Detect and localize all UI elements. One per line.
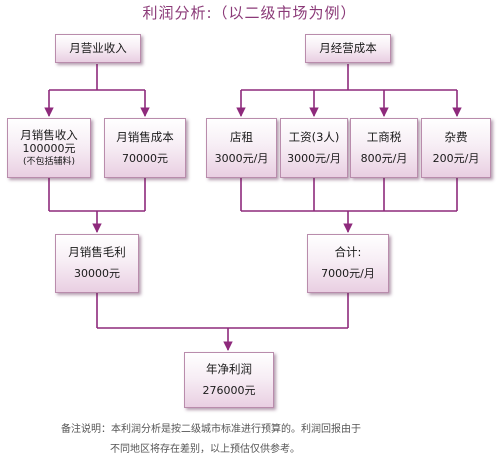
monthly-gross-profit-value: 30000元	[74, 267, 120, 281]
annual-net-profit-box: 年净利润 276000元	[184, 352, 274, 408]
misc-expenses-value: 200元/月	[432, 151, 480, 165]
monthly-sales-revenue-value: 100000元	[22, 142, 76, 156]
rent-box: 店租 3000元/月	[206, 118, 277, 178]
monthly-gross-profit-box: 月销售毛利 30000元	[55, 234, 139, 293]
wages-box: 工资(3人) 3000元/月	[280, 118, 348, 178]
monthly-sales-cost-value: 70000元	[122, 151, 168, 165]
annual-net-profit-value: 276000元	[202, 383, 256, 397]
footnote-line-1: 备注说明：本利润分析是按二级城市标准进行预算的。利润回报由于	[61, 424, 361, 435]
business-tax-label: 工商税	[366, 129, 402, 144]
monthly-sales-revenue-label: 月销售收入	[20, 127, 78, 142]
misc-expenses-box: 杂费 200元/月	[421, 118, 491, 178]
business-tax-value: 800元/月	[360, 151, 408, 165]
total-expense-box: 合计: 7000元/月	[307, 234, 389, 293]
misc-expenses-label: 杂费	[444, 129, 468, 144]
rent-label: 店租	[230, 129, 253, 144]
page-title: 利润分析:（以二级市场为例）	[142, 4, 357, 22]
monthly-sales-cost-label: 月销售成本	[116, 129, 174, 144]
monthly-gross-profit-label: 月销售毛利	[68, 245, 126, 260]
rent-value: 3000元/月	[214, 151, 269, 165]
monthly-revenue-box: 月营业收入	[55, 34, 141, 63]
footnote-line-2: 不同地区将存在差别，以上预估仅供参考。	[110, 444, 300, 455]
monthly-operating-cost-box: 月经营成本	[305, 34, 391, 63]
footnote: 备注说明：本利润分析是按二级城市标准进行预算的。利润回报由于 不同地区将存在差别…	[61, 420, 461, 460]
total-expense-label: 合计:	[334, 245, 362, 260]
wages-label: 工资(3人)	[288, 129, 340, 144]
monthly-revenue-label: 月营业收入	[69, 41, 127, 56]
total-expense-value: 7000元/月	[321, 267, 375, 281]
annual-net-profit-label: 年净利润	[206, 361, 252, 376]
business-tax-box: 工商税 800元/月	[350, 118, 418, 178]
monthly-sales-revenue-box: 月销售收入 100000元 (不包括辅料)	[7, 118, 91, 178]
monthly-sales-revenue-note: (不包括辅料)	[22, 156, 76, 167]
wages-value: 3000元/月	[287, 151, 341, 165]
monthly-operating-cost-label: 月经营成本	[319, 41, 377, 56]
monthly-sales-cost-box: 月销售成本 70000元	[104, 118, 186, 178]
